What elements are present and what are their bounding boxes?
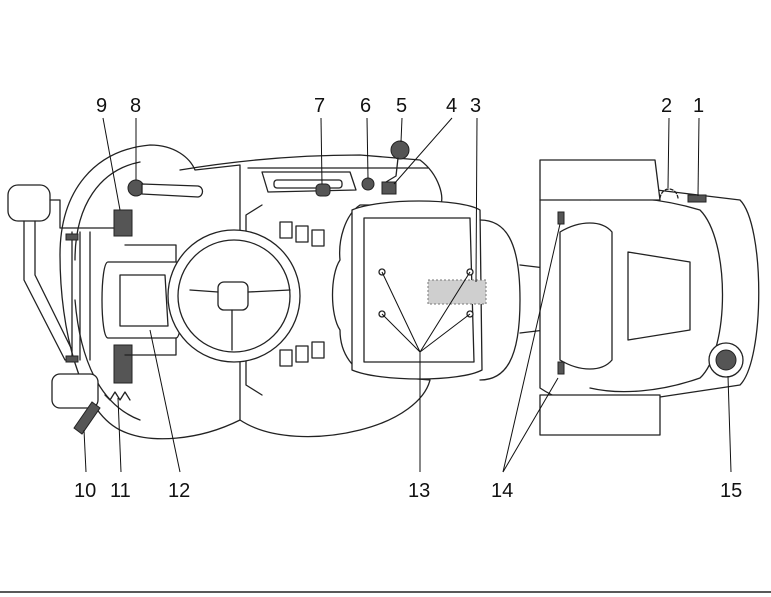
callout-9: 9	[96, 95, 107, 117]
vent-slots-upper	[279, 221, 325, 247]
left-rear-wheel-outline	[51, 373, 99, 409]
callout-6: 6	[360, 95, 371, 117]
callout-numbers: 1 2 3 4 5 6 7 8 9 10 11 12 13 14 15	[74, 95, 742, 502]
steering-wheel	[167, 229, 301, 363]
front-wheel-bottom	[539, 394, 661, 436]
headlight-marker-14-top	[557, 211, 565, 225]
vent-slots-lower	[279, 341, 325, 367]
front-connector	[479, 219, 546, 381]
dashboard-panel	[261, 171, 357, 193]
callout-10: 10	[74, 480, 96, 502]
fuel-cap-15	[708, 342, 744, 378]
choke-6	[361, 177, 375, 191]
callout-15: 15	[720, 480, 742, 502]
leader-lines	[83, 117, 732, 473]
callout-12: 12	[168, 480, 190, 502]
lift-lever-8	[127, 179, 204, 198]
rear-lever-10	[73, 401, 101, 435]
front-wheel-top	[539, 159, 661, 201]
throttle-7	[315, 183, 331, 197]
label-1	[687, 194, 707, 203]
callout-1: 1	[693, 95, 704, 117]
ignition-4	[381, 181, 397, 195]
gear-lever-5	[385, 140, 410, 183]
headlight-marker-14-bottom	[557, 361, 565, 375]
callout-7: 7	[314, 95, 325, 117]
callout-2: 2	[661, 95, 672, 117]
callout-8: 8	[130, 95, 141, 117]
callout-5: 5	[396, 95, 407, 117]
callout-11: 11	[110, 480, 131, 502]
callout-14: 14	[491, 480, 513, 502]
callout-13: 13	[408, 480, 430, 502]
fuel-gauge-2	[659, 188, 679, 199]
callout-3: 3	[470, 95, 481, 117]
floor-plate	[351, 200, 487, 380]
callout-4: 4	[446, 95, 457, 117]
rear-handle	[7, 184, 131, 363]
spring-11	[104, 391, 131, 401]
